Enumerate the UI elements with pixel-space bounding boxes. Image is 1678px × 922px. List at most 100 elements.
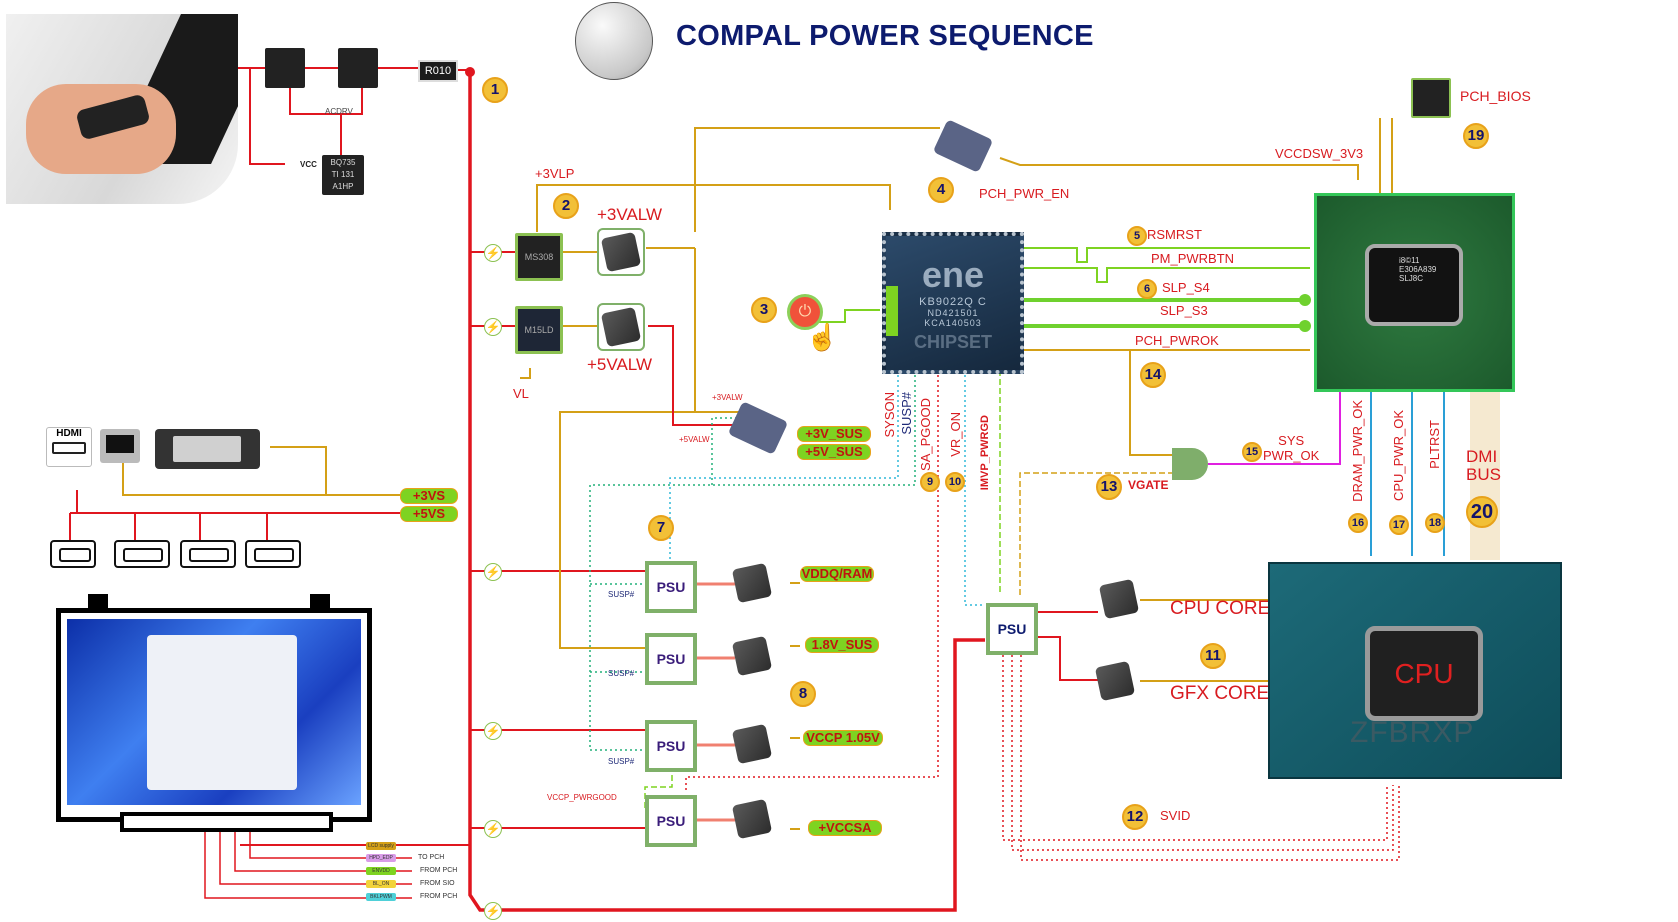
step-badge-20: 20 xyxy=(1466,496,1498,528)
power-button-icon[interactable]: ⏻ xyxy=(787,294,823,330)
monitor-bracket xyxy=(310,594,330,608)
syson-label: SYSON xyxy=(882,392,897,438)
gfx-core-label: GFX CORE xyxy=(1170,683,1270,704)
rail-5v-sus: +5V_SUS xyxy=(797,444,871,460)
cpu-pwr-ok-label: CPU_PWR_OK xyxy=(1391,410,1406,502)
pch-die-line-2: E306A839 xyxy=(1399,265,1437,274)
bios-flash-chip xyxy=(1411,78,1451,118)
inductor-vccsa xyxy=(731,798,773,840)
sys-pwr-ok-line-1: SYS xyxy=(1278,433,1305,448)
start-menu xyxy=(147,635,297,790)
step-badge-15: 15 xyxy=(1242,442,1262,462)
dmi-line: DMI xyxy=(1466,447,1498,466)
lcd-panel xyxy=(56,608,372,822)
sys-pwr-ok-line-2: PWR_OK xyxy=(1263,448,1320,463)
psu-1v8: PSU xyxy=(645,633,697,685)
ec-part-line-3: KCA140503 xyxy=(924,318,982,328)
vccdsw-label: VCCDSW_3V3 xyxy=(1275,146,1364,161)
monitor-bracket xyxy=(88,594,108,608)
cpu-package: CPU ZFBRXP xyxy=(1268,562,1562,779)
imvp-pwrgd-label: IMVP_PWRGD xyxy=(979,415,991,491)
inductor-5valw xyxy=(597,303,645,351)
inductor-1v8 xyxy=(731,635,773,677)
screw-wrench-logo-icon xyxy=(575,2,653,80)
bus-line: BUS xyxy=(1466,465,1501,484)
inductor-cpu-core xyxy=(1098,578,1140,620)
pch-pwr-en-label: PCH_PWR_EN xyxy=(979,186,1070,201)
direction-bl-on: FROM SIO xyxy=(420,880,455,887)
step-badge-11: 11 xyxy=(1200,643,1226,669)
lightning-icon: ⚡ xyxy=(484,318,502,336)
susp-label-psu3: SUSP# xyxy=(608,757,635,766)
sys-pwr-ok-label: SYS PWR_OK xyxy=(1263,433,1319,463)
small-5valw-label: +5VALW xyxy=(679,435,710,444)
charger-ic-line-2: TI 131 xyxy=(331,170,355,179)
lightning-icon: ⚡ xyxy=(484,722,502,740)
hdmi-label: HDMI xyxy=(56,428,82,439)
charger-ic-line-1: BQ735 xyxy=(330,158,356,167)
step-badge-19: 19 xyxy=(1463,123,1489,149)
pointing-hand-icon: ☝ xyxy=(806,322,839,352)
input-mosfet-1 xyxy=(265,48,305,88)
vccp-pwrgood-label: VCCP_PWRGOOD xyxy=(547,793,617,802)
dmi-bus-label: DMI BUS xyxy=(1466,448,1501,484)
step-badge-4: 4 xyxy=(928,177,954,203)
cpu-mark: ZFBRXP xyxy=(1350,716,1475,749)
rail-3valw-label: +3VALW xyxy=(597,205,663,224)
lightning-icon: ⚡ xyxy=(484,244,502,262)
susp-label: SUSP# xyxy=(899,392,914,435)
pch-bios-label: PCH_BIOS xyxy=(1460,88,1531,104)
vlp-label: +3VLP xyxy=(535,166,575,181)
step-badge-6: 6 xyxy=(1137,279,1157,299)
usb-port-icon xyxy=(245,540,301,568)
adapter-plug-photo xyxy=(6,14,238,204)
svid-label: SVID xyxy=(1160,808,1191,823)
lcd-supply-tag: LCD supply xyxy=(366,842,396,850)
pm-pwrbtn-label: PM_PWRBTN xyxy=(1151,251,1235,266)
dram-pwr-ok-label: DRAM_PWR_OK xyxy=(1350,400,1365,502)
page-title: COMPAL POWER SEQUENCE xyxy=(676,20,1094,52)
psu-vddq: PSU xyxy=(645,561,697,613)
rail-1v8-sus: 1.8V_SUS xyxy=(805,637,879,653)
regulator-ms308: MS308 xyxy=(515,233,563,281)
susp-label-psu2: SUSP# xyxy=(608,669,635,678)
adapter-input-wires xyxy=(215,67,470,165)
pch-die: i8©11 E306A839 SLJ8C xyxy=(1365,244,1463,326)
ec-watermark: CHIPSET xyxy=(913,332,992,352)
inductor-3valw xyxy=(597,228,645,276)
rail-vccp-1v05: VCCP 1.05V xyxy=(803,730,883,746)
psu-vccp: PSU xyxy=(645,720,697,772)
step-badge-17: 17 xyxy=(1389,515,1409,535)
bklpwm-tag: BKLPWM xyxy=(366,893,396,901)
bl-on-tag: BL_ON xyxy=(366,880,396,888)
direction-envdd: FROM PCH xyxy=(420,867,458,874)
rail-vddq-ram: VDDQ/RAM xyxy=(800,566,874,582)
sa-pgood-label: SA_PGOOD xyxy=(918,398,933,471)
step-badge-16: 16 xyxy=(1348,513,1368,533)
and-gate xyxy=(1172,448,1208,480)
step-badge-5: 5 xyxy=(1127,226,1147,246)
rail-5vs: +5VS xyxy=(400,506,458,522)
step-badge-12: 12 xyxy=(1122,804,1148,830)
vr-on-label: VR_ON xyxy=(948,412,963,457)
step-badge-2: 2 xyxy=(553,193,579,219)
vcc-label: VCC xyxy=(300,160,317,169)
pch-chip: i8©11 E306A839 SLJ8C xyxy=(1314,193,1515,392)
pch-pwrok-label: PCH_PWROK xyxy=(1135,333,1219,348)
psu-vccsa: PSU xyxy=(645,795,697,847)
usb-port-icon xyxy=(114,540,170,568)
regulator-m15ld: M15LD xyxy=(515,306,563,354)
m2-ssd-icon xyxy=(155,429,260,469)
acdrv-label: ACDRV xyxy=(325,107,353,116)
input-mosfet-2 xyxy=(338,48,378,88)
step-badge-14: 14 xyxy=(1140,362,1166,388)
hdmi-port-icon xyxy=(52,442,86,454)
rail-3vs: +3VS xyxy=(400,488,458,504)
lightning-icon: ⚡ xyxy=(484,820,502,838)
vl-label: VL xyxy=(513,386,529,401)
pltrst-label: PLTRST xyxy=(1427,420,1442,469)
cpu-core-label: CPU CORE xyxy=(1170,598,1271,619)
ec-brand: ene xyxy=(921,254,985,295)
susp-label-psu1: SUSP# xyxy=(608,590,635,599)
pch-die-line-1: i8©11 xyxy=(1399,256,1420,265)
